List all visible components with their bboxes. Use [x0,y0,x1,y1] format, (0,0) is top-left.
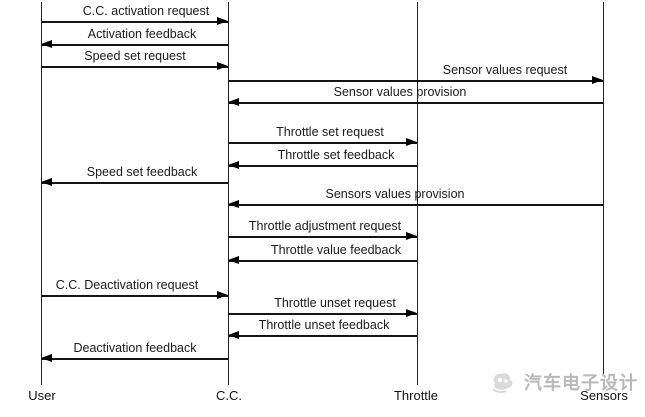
lifeline-cc [228,2,230,385]
message-line-12 [228,313,417,315]
message-label: Throttle set feedback [277,148,395,162]
arrowhead-right [406,309,417,318]
arrowhead-left [41,178,52,187]
message-label: Activation feedback [87,27,197,41]
message-line-9 [228,236,417,238]
arrowhead-left [228,200,239,209]
message-label: Throttle value feedback [271,243,401,257]
actor-label-sensors: Sensors [580,388,628,403]
arrowhead-right [406,232,417,241]
arrowhead-right [217,291,228,300]
message-line-2 [41,66,228,68]
message-line-7 [41,182,228,184]
actor-label-user: User [28,388,56,403]
message-line-14 [41,358,228,360]
message-line-8 [228,204,603,206]
arrowhead-left [41,354,52,363]
message-label: Sensor values provision [333,85,467,99]
arrowhead-left [228,98,239,107]
lifeline-throttle [417,2,419,385]
lifeline-sensors [603,2,605,376]
message-line-1 [41,44,228,46]
message-line-6 [228,165,417,167]
arrowhead-right [406,138,417,147]
arrowhead-left [228,331,239,340]
watermark-text: 汽车电子设计 [524,373,638,393]
arrowhead-right [592,76,603,85]
message-line-10 [228,260,417,262]
message-line-4 [228,102,603,104]
message-label: Speed set request [84,49,186,63]
message-line-0 [41,21,228,23]
arrowhead-left [228,256,239,265]
message-label: C.C. activation request [82,4,210,18]
lifeline-user [41,2,43,385]
message-label: Throttle adjustment request [248,219,402,233]
arrowhead-right [217,62,228,71]
message-label: Throttle unset feedback [258,318,390,332]
message-label: Throttle unset request [274,296,396,310]
message-label: Sensor values request [442,63,568,77]
message-line-5 [228,142,417,144]
message-label: Throttle set request [276,125,384,139]
message-label: Deactivation feedback [73,341,197,355]
message-line-11 [41,295,228,297]
arrowhead-left [228,161,239,170]
actor-label-throttle: Throttle [393,388,439,403]
watermark-logo-icon [489,369,519,395]
actor-label-cc: C.C. [216,388,242,403]
message-label: C.C. Deactivation request [55,278,199,292]
arrowhead-right [217,17,228,26]
message-label: Speed set feedback [86,165,198,179]
message-line-3 [228,80,603,82]
message-label: Sensors values provision [325,187,465,201]
watermark: 汽车电子设计 [489,369,638,395]
arrowhead-left [41,40,52,49]
message-line-13 [228,335,417,337]
